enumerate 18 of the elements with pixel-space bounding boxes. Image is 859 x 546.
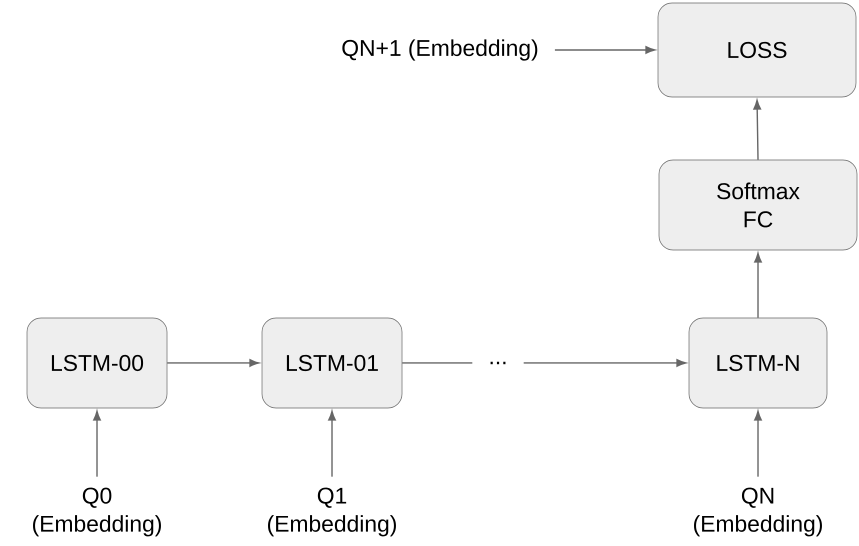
arrow [167,359,260,367]
process-box: LSTM-01 [262,318,402,408]
process-box: LOSS [658,2,856,98]
process-box: LSTM-00 [26,318,168,408]
arrow [754,410,762,477]
input-label: Q0 (Embedding) [33,488,161,536]
input-label: QN+1 (Embedding) [342,39,538,61]
arrow [753,100,762,160]
arrow [328,410,336,477]
input-label: QN (Embedding) [694,488,822,536]
arrow [754,252,762,318]
process-box: LSTM-N [688,318,828,408]
arrow [524,359,686,367]
process-box: Softmax FC [658,160,858,250]
input-label: Q1 (Embedding) [268,488,396,536]
arrow [554,46,656,54]
arrow [93,410,101,477]
ellipsis-label: ... [490,362,506,364]
